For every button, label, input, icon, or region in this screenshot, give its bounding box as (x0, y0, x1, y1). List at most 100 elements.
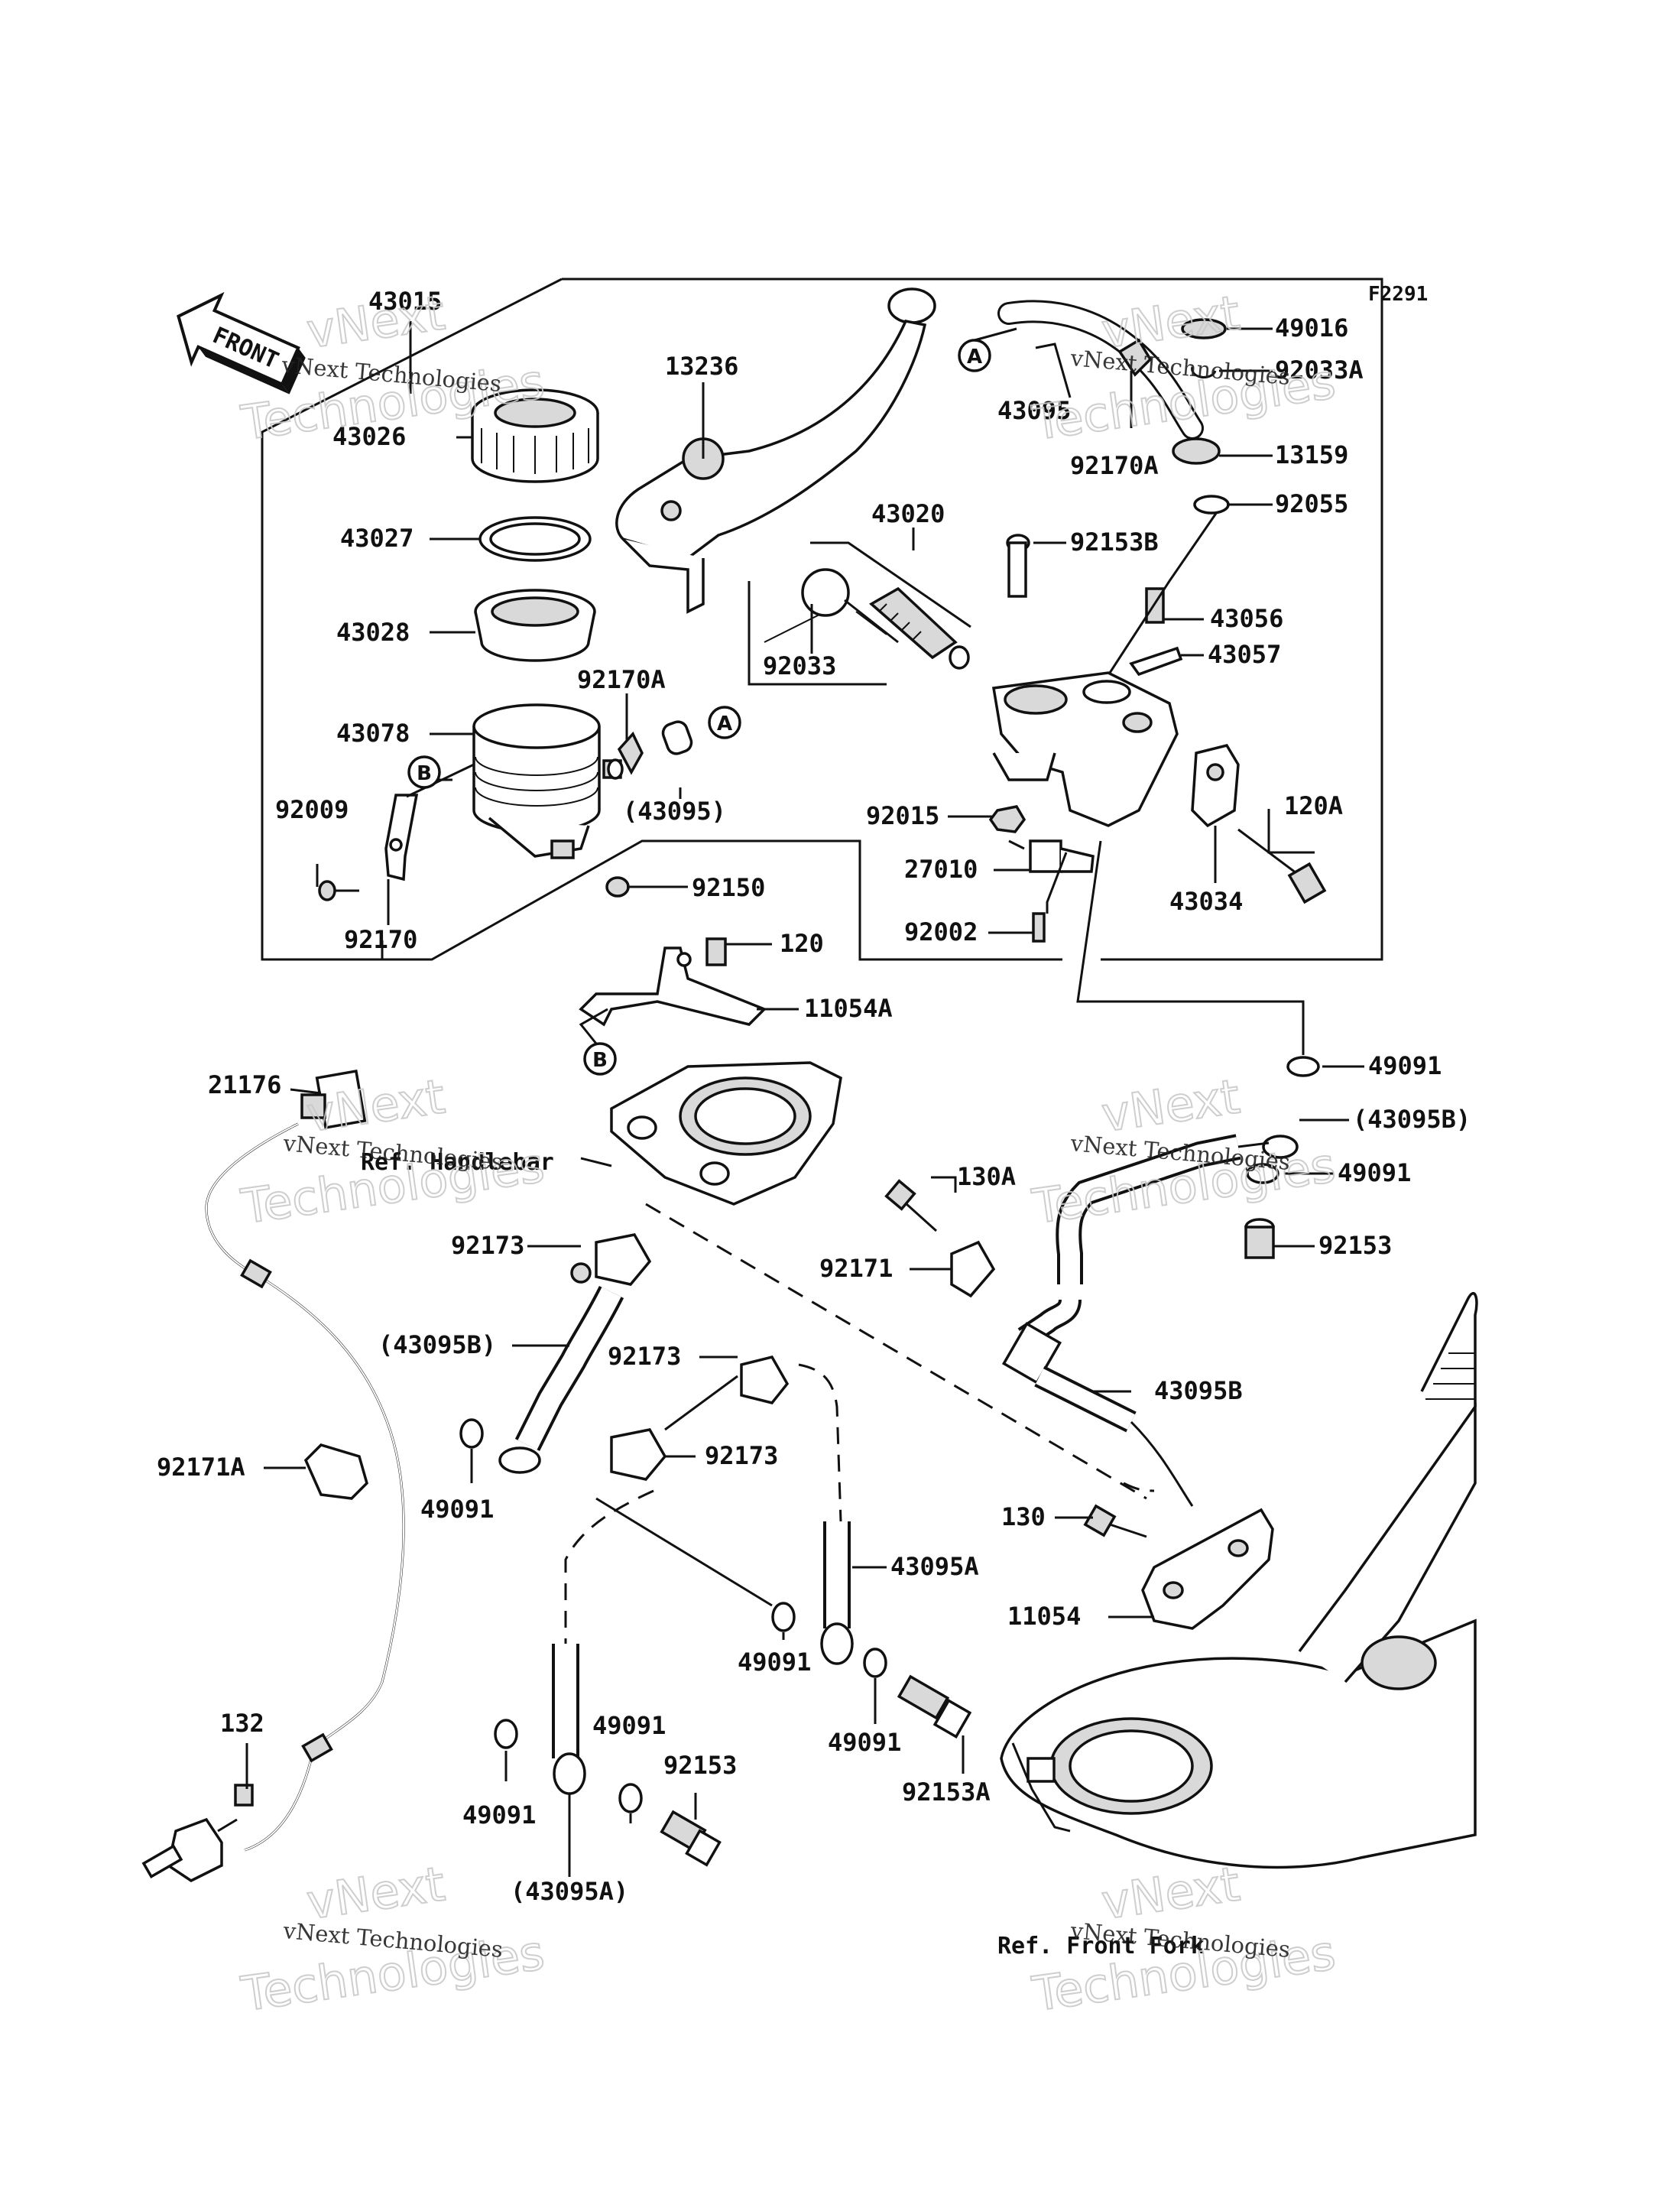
hose-clamp-92173-low (610, 1428, 667, 1481)
watermark-mid-right: vNext Technologies vNext Technologies (1028, 1067, 1340, 1235)
callout-b-top: B (407, 755, 441, 789)
clamp-43034 (1191, 743, 1240, 828)
part-label-43027: 43027 (340, 524, 414, 553)
part-label-92150: 92150 (692, 873, 765, 902)
cap-49016 (1181, 318, 1227, 339)
part-label-43015: 43015 (368, 287, 442, 316)
figure-code: F2291 (1368, 283, 1428, 306)
washer-49091-top (1286, 1056, 1320, 1077)
part-label-49091-bottom: 49091 (828, 1728, 901, 1757)
part-label-132: 132 (220, 1709, 264, 1738)
part-label-13159: 13159 (1275, 440, 1348, 469)
part-label-43034: 43034 (1169, 887, 1243, 916)
part-label-43095A-paren: (43095A) (511, 1877, 628, 1906)
reservoir-bracket (384, 794, 419, 881)
part-label-13236: 13236 (665, 352, 738, 381)
part-label-92033A: 92033A (1275, 356, 1364, 385)
part-label-92015: 92015 (866, 801, 939, 830)
part-label-92153-right: 92153 (1318, 1231, 1392, 1260)
callout-b-mid: B (583, 1042, 617, 1076)
part-label-92153B: 92153B (1070, 528, 1159, 557)
part-label-43078: 43078 (336, 719, 410, 748)
ref-handlebar-label: Ref. Handlebar (361, 1149, 554, 1176)
hose-segment-43095 (661, 720, 693, 755)
svg-text:A: A (717, 713, 732, 735)
hose-43095B-right (1001, 1134, 1299, 1507)
part-label-43095B-paren-left: (43095B) (378, 1330, 496, 1359)
bolt-92150 (605, 876, 657, 898)
part-label-92173-c: 92173 (705, 1441, 778, 1470)
bolt-92009 (318, 880, 359, 901)
part-label-92009: 92009 (275, 795, 349, 824)
part-label-49091-top: 49091 (1368, 1051, 1442, 1080)
bracket-11054A (579, 937, 767, 1027)
piston-bracket-line (748, 541, 971, 686)
banjo-bolt-92153-lower (660, 1810, 722, 1867)
washer-49091-right-side (1246, 1163, 1279, 1184)
diaphragm (474, 589, 596, 662)
part-label-49091-mid: 49091 (738, 1648, 811, 1677)
part-label-43095B-paren-right: (43095B) (1353, 1105, 1471, 1134)
ref-front-fork-label: Ref. Front Fork (997, 1933, 1205, 1959)
part-label-43095B: 43095B (1154, 1376, 1243, 1405)
part-label-92002: 92002 (904, 917, 978, 946)
clip-92033A (1191, 366, 1217, 378)
master-cylinder-body (991, 671, 1179, 827)
part-label-43056: 43056 (1210, 604, 1283, 633)
washer-49091-mid (771, 1602, 796, 1632)
part-label-92153-lower: 92153 (663, 1751, 737, 1780)
bolt-120A (1237, 828, 1327, 904)
part-label-49091-right: 49091 (1338, 1158, 1411, 1187)
part-label-92173-a: 92173 (451, 1231, 524, 1260)
hose-clamp-92173-mid (740, 1355, 790, 1404)
part-label-49091-lower-a: 49091 (592, 1711, 666, 1740)
o-ring-92055 (1193, 495, 1230, 515)
watermark-bottom-right: vNext Technologies vNext Technologies (1028, 1855, 1340, 2023)
part-label-49016: 49016 (1275, 313, 1348, 343)
watermark-bottom-left: vNext Technologies vNext Technologies (237, 1855, 549, 2023)
part-label-92170A-right: 92170A (1070, 451, 1159, 480)
part-label-27010: 27010 (904, 855, 978, 884)
master-cylinder-assembly-frame (261, 278, 1383, 961)
svg-text:vNext: vNext (303, 1855, 449, 1930)
bolt-130 (1083, 1504, 1147, 1538)
svg-text:vNext: vNext (1098, 1855, 1244, 1930)
part-label-43095: 43095 (997, 396, 1071, 425)
banjo-bolt-92153-right (1244, 1218, 1275, 1259)
svg-text:B: B (592, 1049, 608, 1072)
part-label-43057: 43057 (1208, 640, 1281, 669)
part-label-92153A: 92153A (902, 1778, 991, 1807)
svg-text:A: A (967, 346, 982, 368)
clamp-92171A (303, 1443, 368, 1500)
part-label-49091-lower-b: 49091 (462, 1800, 536, 1830)
hose-clamp-92170A-right (1117, 338, 1153, 377)
part-labels: 43015 13236 43026 43027 43028 43078 9217… (157, 287, 1471, 1906)
reservoir-cap (471, 388, 599, 483)
diaphragm-plate (478, 516, 592, 562)
washer-49091-lower-a (494, 1719, 518, 1749)
svg-text:B: B (417, 762, 432, 785)
part-label-120A: 120A (1284, 791, 1343, 820)
part-label-21176: 21176 (208, 1070, 281, 1099)
part-label-92170: 92170 (344, 925, 417, 954)
nut-92015 (988, 805, 1026, 833)
switch-27010 (1029, 839, 1095, 873)
part-label-43095A: 43095A (890, 1552, 979, 1581)
bolt-92153B (1006, 534, 1030, 598)
clutch-lever (615, 287, 936, 614)
handlebar-clamp (610, 1061, 842, 1206)
part-label-130: 130 (1001, 1502, 1046, 1531)
switch-connector-21176 (300, 1069, 367, 1130)
banjo-bolt-92153A (897, 1674, 972, 1739)
screw-92002 (1032, 912, 1046, 943)
part-label-43028: 43028 (336, 618, 410, 647)
hose-43095A-lower (552, 1489, 654, 1795)
piston-assembly (764, 568, 970, 670)
part-label-92173-b: 92173 (608, 1342, 681, 1371)
front-fork-triple-clamp (1000, 1292, 1478, 1869)
part-label-43095-paren: (43095) (623, 797, 726, 826)
hose-43095A (798, 1363, 854, 1665)
front-arrow-icon: FRONT (177, 291, 306, 394)
clamp-92171 (950, 1240, 996, 1298)
